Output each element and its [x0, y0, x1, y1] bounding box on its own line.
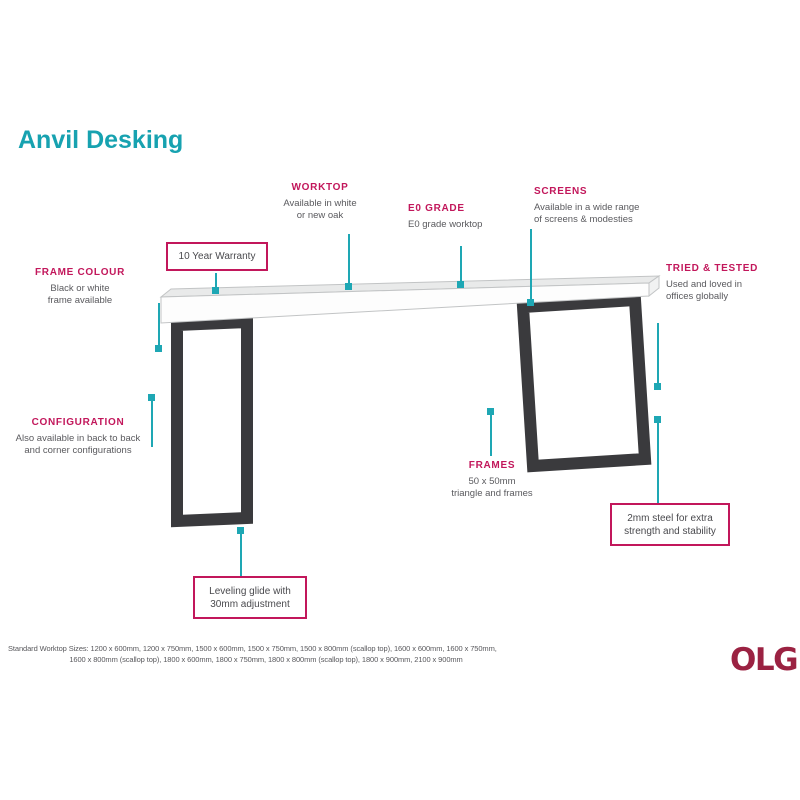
- leveling-box-text2: 30mm adjustment: [210, 598, 290, 610]
- desk-worktop-front: [160, 282, 650, 324]
- connector-screens-line: [530, 229, 532, 302]
- connector-worktop-line: [348, 234, 350, 286]
- callout-tried-tested: TRIED & TESTED Used and loved in offices…: [666, 263, 784, 303]
- warranty-box-text: 10 Year Warranty: [178, 251, 256, 262]
- leveling-box: Leveling glide with 30mm adjustment: [193, 576, 307, 619]
- warranty-box: 10 Year Warranty: [166, 242, 268, 271]
- page-title: Anvil Desking: [18, 126, 184, 154]
- connector-tried-tested-line: [657, 323, 659, 385]
- connector-e0-dot: [457, 281, 464, 288]
- connector-configuration-dot: [148, 394, 155, 401]
- callout-e0-grade-heading: E0 GRADE: [408, 203, 465, 214]
- worktop-sizes-line2: 1600 x 800mm (scallop top), 1800 x 600mm…: [69, 655, 463, 664]
- connector-frame-colour-line: [158, 303, 160, 347]
- worktop-sizes-label: Standard Worktop Sizes:: [8, 644, 89, 653]
- connector-frames-dot: [487, 408, 494, 415]
- callout-screens: SCREENS Available in a wide range of scr…: [534, 186, 684, 226]
- steel-box: 2mm steel for extra strength and stabili…: [610, 503, 730, 546]
- callout-frames-heading: FRAMES: [468, 460, 516, 471]
- worktop-sizes-note: Standard Worktop Sizes: 1200 x 600mm, 12…: [8, 643, 524, 665]
- callout-configuration-text1: Also available in back to back: [15, 433, 141, 444]
- connector-steel-line: [657, 421, 659, 504]
- connector-e0-line: [460, 246, 462, 284]
- callout-worktop: WORKTOP Available in white or new oak: [256, 182, 384, 222]
- connector-screens-dot: [527, 299, 534, 306]
- worktop-sizes-line1: Standard Worktop Sizes: 1200 x 600mm, 12…: [8, 643, 524, 654]
- olg-logo: OLG: [730, 642, 799, 678]
- callout-frame-colour-heading: FRAME COLOUR: [34, 267, 126, 278]
- connector-frames-line: [490, 413, 492, 456]
- callout-e0-grade-text1: E0 grade worktop: [408, 219, 483, 230]
- callout-screens-text1: Available in a wide range: [534, 202, 640, 213]
- callout-frames-text2: triangle and frames: [451, 488, 533, 499]
- connector-worktop-dot: [345, 283, 352, 290]
- callout-frames-text1: 50 x 50mm: [468, 476, 516, 487]
- callout-e0-grade: E0 GRADE E0 grade worktop: [408, 203, 518, 231]
- worktop-sizes-list1: 1200 x 600mm, 1200 x 750mm, 1500 x 600mm…: [90, 644, 497, 653]
- connector-steel-dot: [654, 416, 661, 423]
- callout-configuration-heading: CONFIGURATION: [31, 417, 125, 428]
- desk-left-leg: [171, 315, 253, 528]
- connector-configuration-line: [151, 399, 153, 447]
- connector-leveling-line: [240, 532, 242, 577]
- leveling-box-text1: Leveling glide with: [209, 585, 291, 597]
- connector-warranty-line: [215, 273, 217, 290]
- callout-worktop-text2: or new oak: [296, 210, 344, 221]
- callout-frame-colour-text2: frame available: [47, 295, 113, 306]
- connector-tried-tested-dot: [654, 383, 661, 390]
- connector-frame-colour-dot: [155, 345, 162, 352]
- callout-frame-colour-text1: Black or white: [50, 283, 110, 294]
- callout-worktop-heading: WORKTOP: [291, 182, 349, 193]
- callout-configuration: CONFIGURATION Also available in back to …: [2, 417, 154, 457]
- callout-tried-tested-heading: TRIED & TESTED: [666, 263, 759, 274]
- callout-tried-tested-text2: offices globally: [666, 291, 729, 302]
- callout-frame-colour: FRAME COLOUR Black or white frame availa…: [24, 267, 136, 307]
- desk-right-leg: [516, 293, 652, 473]
- callout-frames: FRAMES 50 x 50mm triangle and frames: [438, 460, 546, 500]
- callout-worktop-text1: Available in white: [283, 198, 357, 209]
- callout-configuration-text2: and corner configurations: [24, 445, 132, 456]
- callout-screens-heading: SCREENS: [534, 186, 588, 197]
- steel-box-text2: strength and stability: [624, 525, 716, 537]
- connector-leveling-dot: [237, 527, 244, 534]
- callout-screens-text2: of screens & modesties: [534, 214, 633, 225]
- steel-box-text1: 2mm steel for extra: [627, 512, 713, 524]
- callout-tried-tested-text1: Used and loved in: [666, 279, 743, 290]
- connector-warranty-dot: [212, 287, 219, 294]
